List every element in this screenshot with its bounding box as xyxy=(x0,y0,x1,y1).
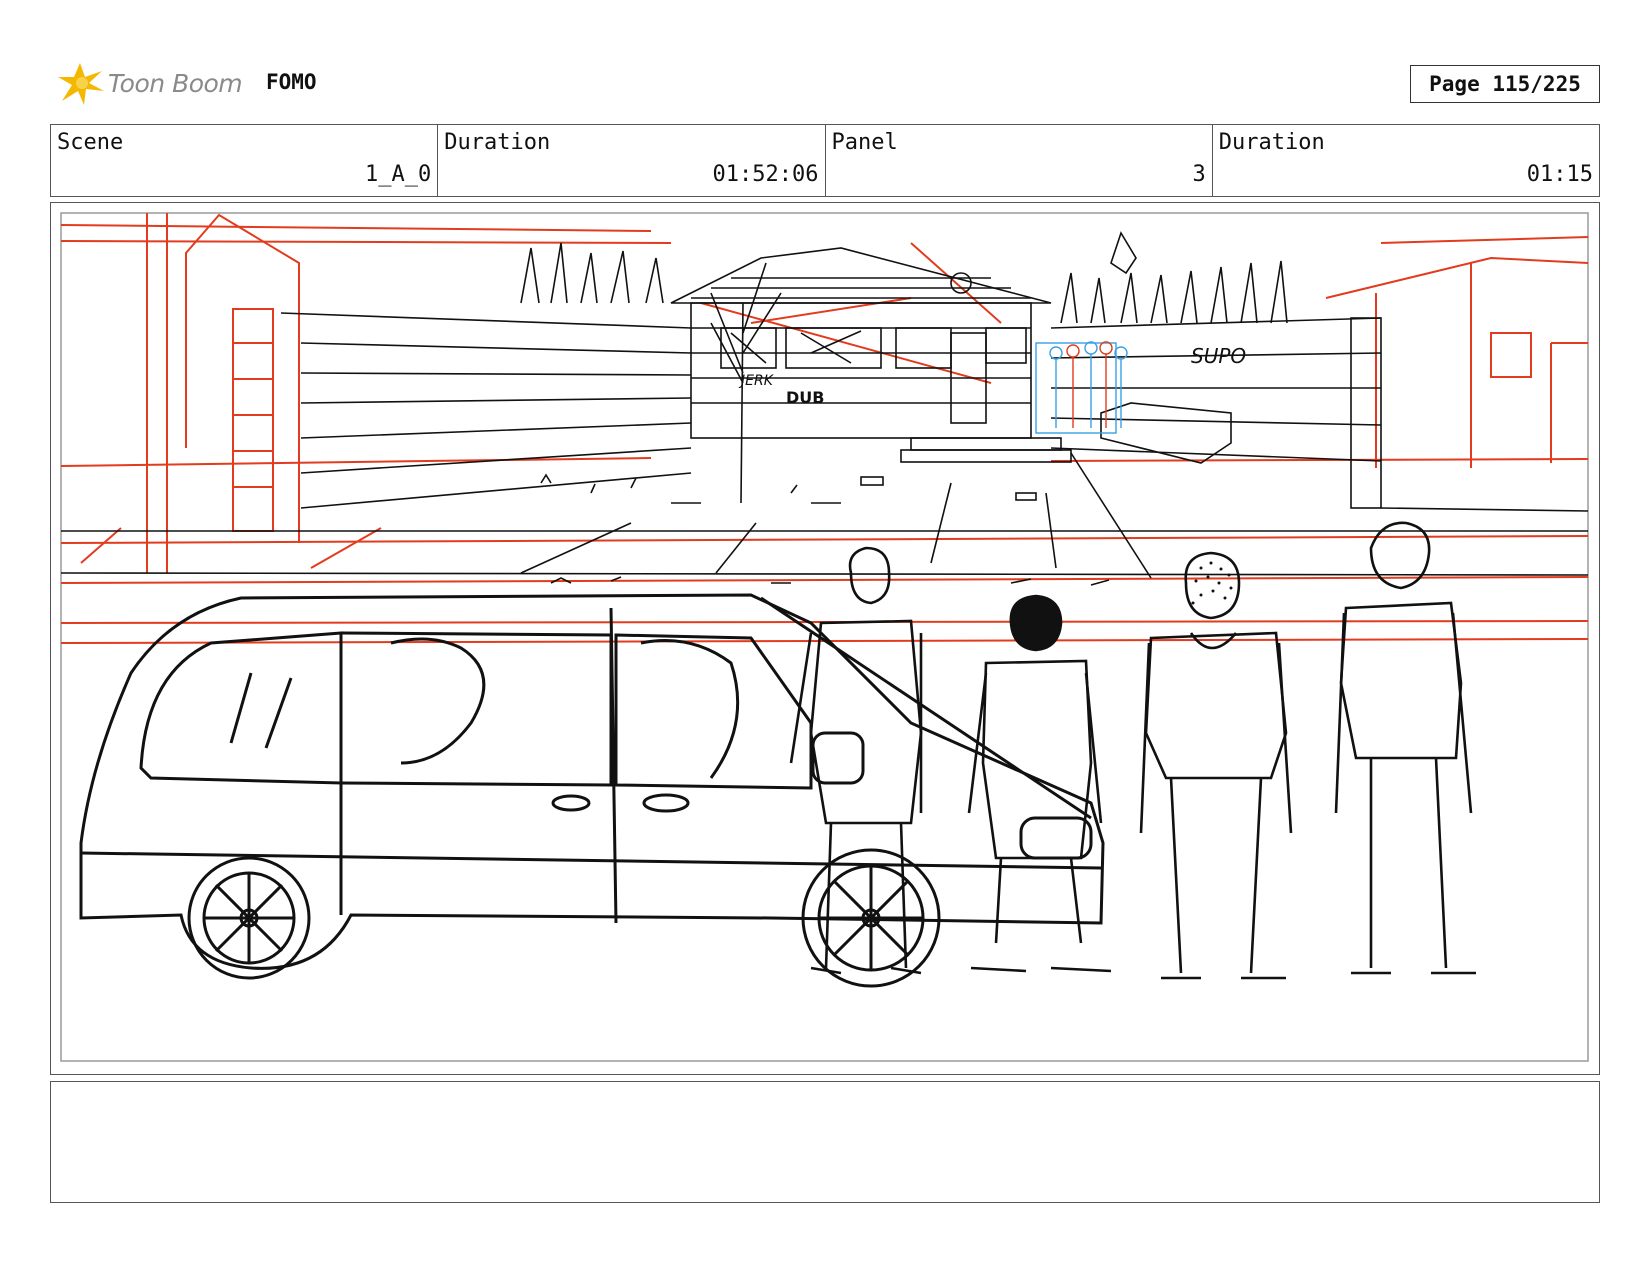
character-2 xyxy=(967,594,1112,973)
character-3-dots xyxy=(1191,561,1233,605)
scene-value: 1_A_0 xyxy=(365,162,432,187)
brand-name: Toon Boom xyxy=(108,68,243,98)
graffiti-2: DUB xyxy=(786,388,824,407)
camera-frame xyxy=(60,212,1589,1062)
scene-cell: Scene 1_A_0 xyxy=(51,125,439,196)
graffiti-3: SUPO xyxy=(1191,344,1246,368)
starburst-icon xyxy=(58,63,104,105)
panel-cell: Panel 3 xyxy=(826,125,1213,196)
scene-duration-label: Duration xyxy=(444,130,551,155)
background-house xyxy=(60,231,1589,586)
character-4 xyxy=(1334,521,1476,975)
background-figures-blue xyxy=(1035,341,1128,434)
panel-duration-label: Duration xyxy=(1218,130,1325,155)
minivan xyxy=(79,593,1105,988)
panel-duration-cell: Duration 01:15 xyxy=(1213,125,1599,196)
storyboard-panel: JERK DUB SUPO xyxy=(50,202,1600,1075)
character-3 xyxy=(1139,551,1293,980)
panel-value: 3 xyxy=(1192,162,1206,187)
red-guides xyxy=(60,213,1589,644)
background-figures-red xyxy=(1066,341,1113,428)
panel-sketch: JERK DUB SUPO xyxy=(60,212,1589,1062)
characters xyxy=(789,521,1476,980)
graffiti-1: JERK xyxy=(738,373,775,389)
page-number: Page 115/225 xyxy=(1410,65,1600,103)
project-title: FOMO xyxy=(266,70,317,94)
panel-duration-value: 01:15 xyxy=(1526,162,1593,187)
scene-duration-cell: Duration 01:52:06 xyxy=(438,125,826,196)
notes-box xyxy=(50,1081,1600,1203)
character-1 xyxy=(789,546,923,975)
toon-boom-logo: Toon Boom xyxy=(54,58,250,108)
scene-duration-value: 01:52:06 xyxy=(712,162,819,187)
panel-info-bar: Scene 1_A_0 Duration 01:52:06 Panel 3 Du… xyxy=(50,124,1600,197)
scene-label: Scene xyxy=(57,130,124,155)
panel-label: Panel xyxy=(831,130,898,155)
